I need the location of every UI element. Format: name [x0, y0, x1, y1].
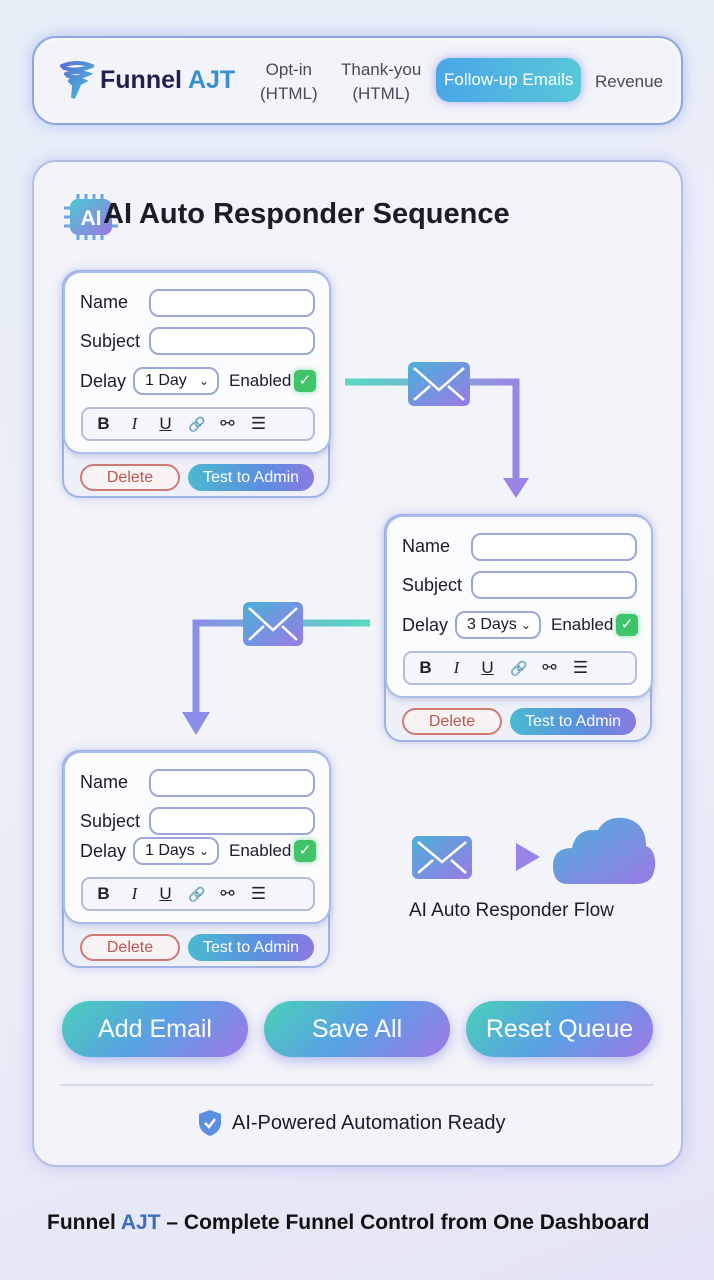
chevron-down-icon: ⌄ [198, 374, 209, 388]
underline-button[interactable]: U [159, 884, 172, 903]
test-to-admin-button[interactable]: Test to Admin [188, 934, 314, 961]
tab-label: Opt-in [265, 60, 312, 79]
italic-button[interactable]: I [131, 884, 138, 903]
funnel-tornado-icon [60, 61, 94, 99]
ai-icon-text: AI [81, 207, 102, 230]
test-to-admin-button[interactable]: Test to Admin [188, 464, 314, 491]
enabled-label: Enabled [229, 841, 292, 860]
underline-button[interactable]: U [159, 414, 172, 433]
ai-chip-icon: AI [64, 194, 118, 240]
editor-toolbar: B I U 🔗 ⚯ ☰ [403, 651, 637, 685]
underline-button[interactable]: U [481, 658, 494, 677]
enabled-checkbox[interactable]: ✓ [294, 370, 316, 392]
envelope-icon [243, 602, 303, 646]
name-input[interactable] [471, 533, 637, 561]
footer-text: – Complete Funnel Control from One Dashb… [160, 1211, 650, 1234]
tab-label: (HTML) [352, 84, 410, 103]
email-card: Name Subject Delay 1 Days⌄ Enabled ✓ B I U… [62, 750, 331, 968]
brand-logo[interactable]: Funnel AJT [60, 60, 235, 100]
test-to-admin-button[interactable]: Test to Admin [510, 708, 636, 735]
page-title: AI Auto Responder Sequence [103, 198, 510, 230]
delete-button[interactable]: Delete [402, 708, 502, 735]
footer-brand: Funnel [47, 1211, 116, 1234]
top-nav: Funnel AJT Opt-in(HTML) Thank-you(HTML) … [32, 36, 683, 125]
connector-arrow-1 [345, 378, 520, 482]
delay-value: 1 Days [145, 842, 195, 859]
delete-button[interactable]: Delete [80, 464, 180, 491]
enabled-checkbox[interactable]: ✓ [294, 840, 316, 862]
bold-button[interactable]: B [97, 884, 110, 903]
subject-input[interactable] [149, 327, 315, 355]
name-label: Name [402, 536, 451, 556]
subject-input[interactable] [149, 807, 315, 835]
enabled-label: Enabled [551, 615, 614, 634]
brand-name: Funnel [100, 65, 182, 94]
name-label: Name [80, 772, 129, 792]
subject-label: Subject [80, 811, 141, 831]
divider [60, 1084, 654, 1086]
footer-brand-suffix: AJT [120, 1211, 161, 1234]
unlink-icon[interactable]: ⚯ [220, 884, 235, 903]
email-card: Name Subject Delay 1 Day ⌄ Enabled ✓ B I U 🔗… [62, 270, 331, 498]
chevron-down-icon: ⌄ [198, 844, 209, 858]
list-icon[interactable]: ☰ [250, 414, 267, 433]
delay-select[interactable]: 1 Day ⌄ [133, 367, 219, 395]
name-input[interactable] [149, 289, 315, 317]
subject-label: Subject [402, 575, 463, 595]
flow-caption: AI Auto Responder Flow [409, 900, 614, 921]
list-icon[interactable]: ☰ [250, 884, 267, 903]
link-icon[interactable]: 🔗 [510, 659, 528, 676]
tab-revenue[interactable]: Revenue [595, 72, 664, 91]
delay-select[interactable]: 1 Days⌄ [133, 837, 219, 865]
delay-value: 1 Day [145, 372, 187, 389]
delay-label: Delay [80, 841, 127, 861]
email-card-panel: Name Subject Delay 3 Days⌄ Enabled ✓ B I U… [385, 515, 653, 698]
status-line: AI-Powered Automation Ready [198, 1109, 506, 1137]
link-icon[interactable]: 🔗 [188, 885, 206, 902]
reset-queue-button[interactable]: Reset Queue [466, 1001, 653, 1057]
email-card-panel: Name Subject Delay 1 Days⌄ Enabled ✓ B I U… [63, 751, 331, 924]
email-card: Name Subject Delay 3 Days⌄ Enabled ✓ B I U… [384, 514, 653, 742]
tab-label: (HTML) [260, 84, 318, 103]
shield-check-icon [199, 1110, 221, 1136]
tab-follow-up-emails[interactable]: Follow-up Emails [436, 58, 582, 102]
delay-select[interactable]: 3 Days⌄ [455, 611, 541, 639]
connector-arrow-2 [192, 619, 370, 716]
save-all-button[interactable]: Save All [264, 1001, 450, 1057]
enabled-label: Enabled [229, 371, 292, 390]
name-input[interactable] [149, 769, 315, 797]
envelope-icon [408, 362, 470, 406]
tab-opt-in[interactable]: Opt-in (HTML) [260, 58, 318, 106]
delete-button[interactable]: Delete [80, 934, 180, 961]
tab-label: Thank-you [341, 60, 422, 79]
bold-button[interactable]: B [419, 658, 432, 677]
unlink-icon[interactable]: ⚯ [220, 414, 235, 433]
editor-toolbar: B I U 🔗 ⚯ ☰ [81, 877, 315, 911]
delay-value: 3 Days [467, 616, 517, 633]
bold-button[interactable]: B [97, 414, 110, 433]
list-icon[interactable]: ☰ [572, 658, 589, 677]
subject-input[interactable] [471, 571, 637, 599]
enabled-checkbox[interactable]: ✓ [616, 614, 638, 636]
status-text: AI-Powered Automation Ready [232, 1111, 506, 1134]
unlink-icon[interactable]: ⚯ [542, 658, 557, 677]
brand-suffix: AJT [187, 65, 236, 94]
editor-toolbar: B I U 🔗 ⚯ ☰ [81, 407, 315, 441]
email-card-panel: Name Subject Delay 1 Day ⌄ Enabled ✓ B I U 🔗… [63, 271, 331, 454]
name-label: Name [80, 292, 129, 312]
add-email-button[interactable]: Add Email [62, 1001, 248, 1057]
chevron-down-icon: ⌄ [520, 618, 531, 632]
footer-tagline: Funnel AJT – Complete Funnel Control fro… [47, 1211, 649, 1235]
delay-label: Delay [80, 371, 127, 391]
subject-label: Subject [80, 331, 141, 351]
italic-button[interactable]: I [131, 414, 138, 433]
link-icon[interactable]: 🔗 [188, 415, 206, 432]
delay-label: Delay [402, 615, 449, 635]
cloud-icon [553, 817, 656, 884]
italic-button[interactable]: I [453, 658, 460, 677]
tab-thank-you[interactable]: Thank-you (HTML) [341, 58, 421, 106]
envelope-icon [412, 836, 472, 879]
